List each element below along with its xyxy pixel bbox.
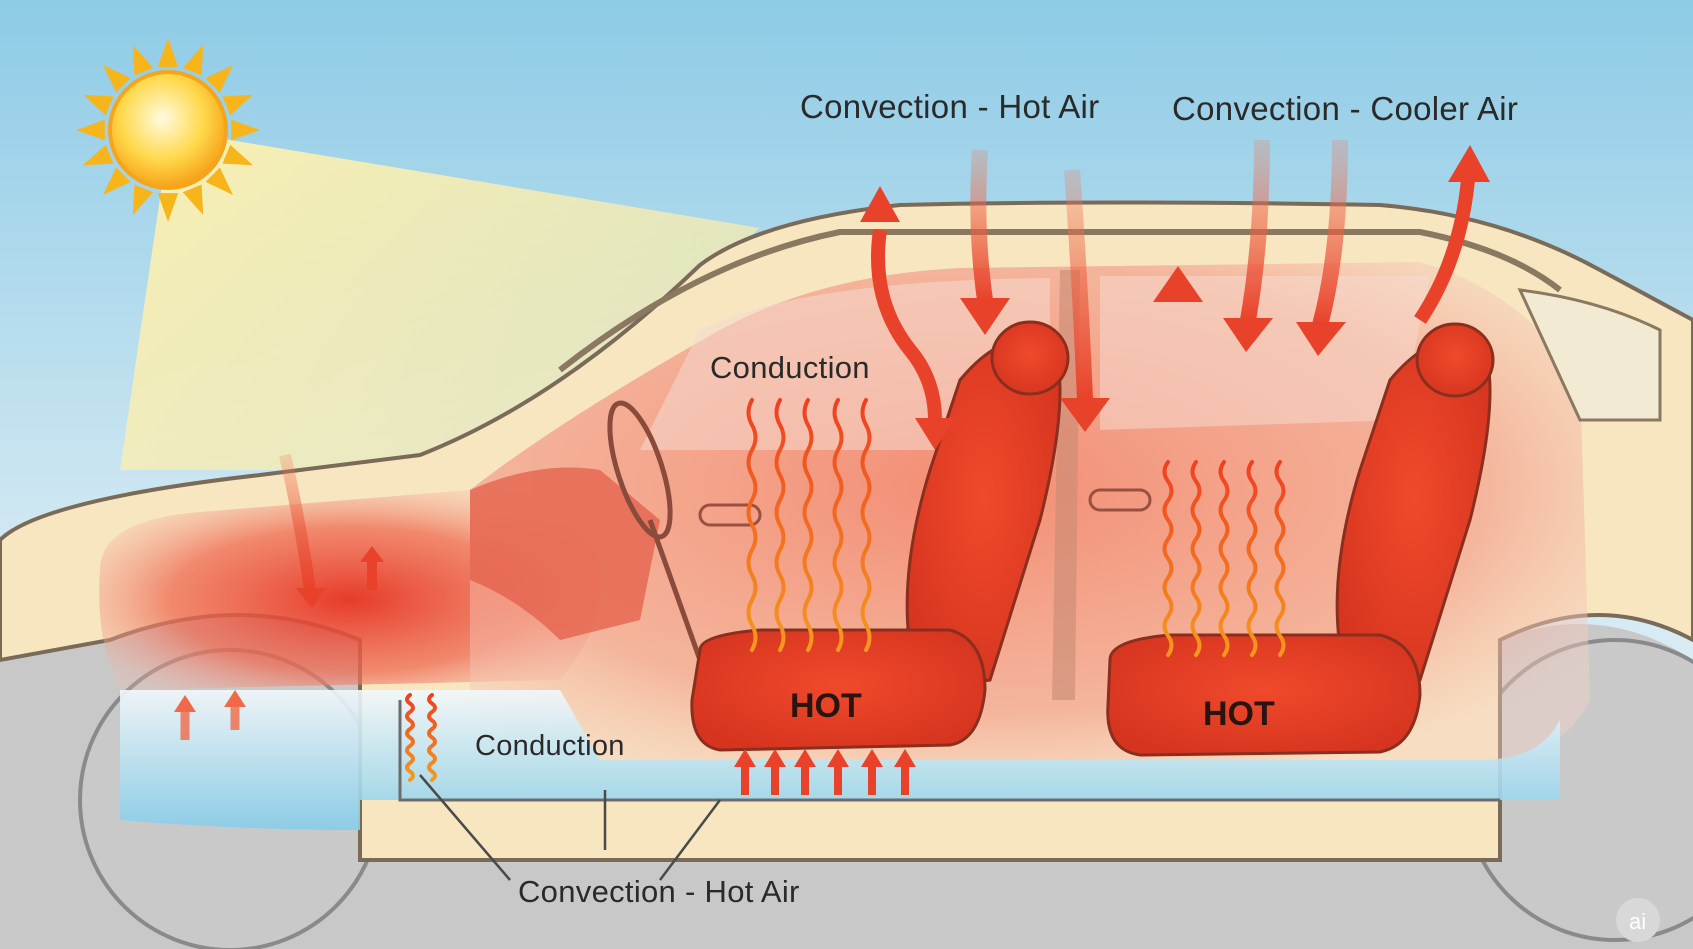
sun-ray bbox=[222, 94, 253, 116]
sun-ray bbox=[205, 64, 234, 93]
front-headrest bbox=[990, 320, 1070, 396]
heat-wave-icon bbox=[1190, 460, 1202, 657]
arrow-icon bbox=[861, 749, 883, 767]
arrow-icon bbox=[860, 186, 900, 222]
heat-wave-icon bbox=[832, 398, 844, 652]
arrow-icon bbox=[794, 749, 816, 767]
heat-wave-icon bbox=[1274, 460, 1286, 657]
arrow-icon bbox=[915, 418, 955, 450]
sun-ray bbox=[231, 119, 260, 141]
steering-wheel bbox=[607, 400, 673, 540]
car-lower-body bbox=[0, 615, 1693, 949]
arrow-icon bbox=[734, 749, 756, 767]
label-conduction-lower: Conduction bbox=[475, 730, 625, 762]
arrow-icon bbox=[1153, 266, 1203, 302]
sun-ray bbox=[76, 119, 105, 141]
arrow-icon bbox=[1414, 179, 1475, 324]
rear-door-handle bbox=[1088, 488, 1152, 512]
roof-line bbox=[558, 229, 1562, 373]
sun-ray bbox=[182, 184, 204, 215]
rear-quarter-window bbox=[1517, 288, 1662, 422]
heat-wave-icon bbox=[774, 398, 786, 652]
sun-ray bbox=[157, 38, 179, 67]
heat-wave-icon bbox=[1246, 460, 1258, 657]
convection-arrows bbox=[174, 139, 1490, 795]
callout-lines bbox=[419, 774, 721, 881]
heat-wave-icon bbox=[802, 398, 814, 652]
arrow-icon bbox=[1448, 145, 1490, 182]
label-front-seat-hot: HOT bbox=[790, 687, 862, 725]
conduction-waves-front bbox=[746, 398, 872, 652]
front-window bbox=[640, 278, 1050, 450]
callout-line-right bbox=[659, 799, 721, 881]
arrow-icon bbox=[1223, 318, 1273, 352]
heat-wave-icon bbox=[1162, 460, 1174, 657]
arrow-icon bbox=[827, 749, 849, 767]
heat-wave-icon bbox=[405, 693, 415, 782]
label-conduction-upper: Conduction bbox=[710, 350, 870, 385]
front-seat-cushion bbox=[690, 628, 987, 752]
arrow-icon bbox=[1296, 322, 1346, 356]
heat-wave-icon bbox=[746, 398, 758, 652]
arrow-icon bbox=[1064, 169, 1093, 401]
sun-ray bbox=[182, 45, 204, 76]
watermark-badge: ai bbox=[1616, 898, 1660, 942]
floor-pan bbox=[398, 700, 1500, 802]
front-door-handle bbox=[698, 503, 762, 527]
sun-ray bbox=[132, 184, 154, 215]
conduction-waves-floor bbox=[405, 693, 437, 782]
dashboard bbox=[470, 467, 660, 640]
arrow-icon bbox=[1312, 139, 1348, 328]
arrow-icon bbox=[174, 695, 196, 712]
label-convection-hot-air-bottom: Convection - Hot Air bbox=[518, 874, 800, 909]
sun-ray bbox=[102, 167, 131, 196]
sun-ray bbox=[205, 167, 234, 196]
watermark-text: ai bbox=[1629, 909, 1646, 934]
arrow-icon bbox=[894, 749, 916, 767]
arrow-icon bbox=[764, 749, 786, 767]
sun-ray bbox=[222, 144, 253, 166]
arrow-icon bbox=[360, 546, 384, 562]
arrow-icon bbox=[279, 453, 316, 591]
arrow-icon bbox=[871, 229, 942, 421]
arrow-icon bbox=[1060, 398, 1110, 432]
under-seat-arrows bbox=[734, 749, 916, 795]
arrow-icon bbox=[970, 149, 993, 302]
steering-column bbox=[647, 519, 703, 661]
sun-icon bbox=[76, 38, 260, 222]
arrow-icon bbox=[1240, 139, 1270, 322]
arrow-icon bbox=[224, 690, 246, 707]
car-icon bbox=[0, 200, 1693, 949]
callout-line-left bbox=[419, 774, 511, 881]
label-convection-hot-air-top: Convection - Hot Air bbox=[800, 88, 1099, 125]
sun-ray bbox=[132, 45, 154, 76]
label-rear-seat-hot: HOT bbox=[1203, 695, 1275, 733]
arrow-icon bbox=[296, 588, 326, 608]
sun-ray bbox=[83, 144, 114, 166]
rear-headrest bbox=[1415, 322, 1495, 398]
sun-ray bbox=[157, 193, 179, 222]
conduction-waves-rear bbox=[1162, 460, 1286, 657]
rear-seat-cushion bbox=[1106, 633, 1422, 757]
heat-wave-icon bbox=[1218, 460, 1230, 657]
sunlight-beam bbox=[120, 130, 760, 470]
rear-seat bbox=[1106, 322, 1495, 757]
heat-wave-icon bbox=[427, 693, 437, 782]
heat-wave-icon bbox=[860, 398, 872, 652]
arrow-icon bbox=[960, 298, 1010, 335]
sun-ray bbox=[102, 64, 131, 93]
sun-ray bbox=[83, 94, 114, 116]
label-convection-cooler-air: Convection - Cooler Air bbox=[1172, 90, 1518, 127]
